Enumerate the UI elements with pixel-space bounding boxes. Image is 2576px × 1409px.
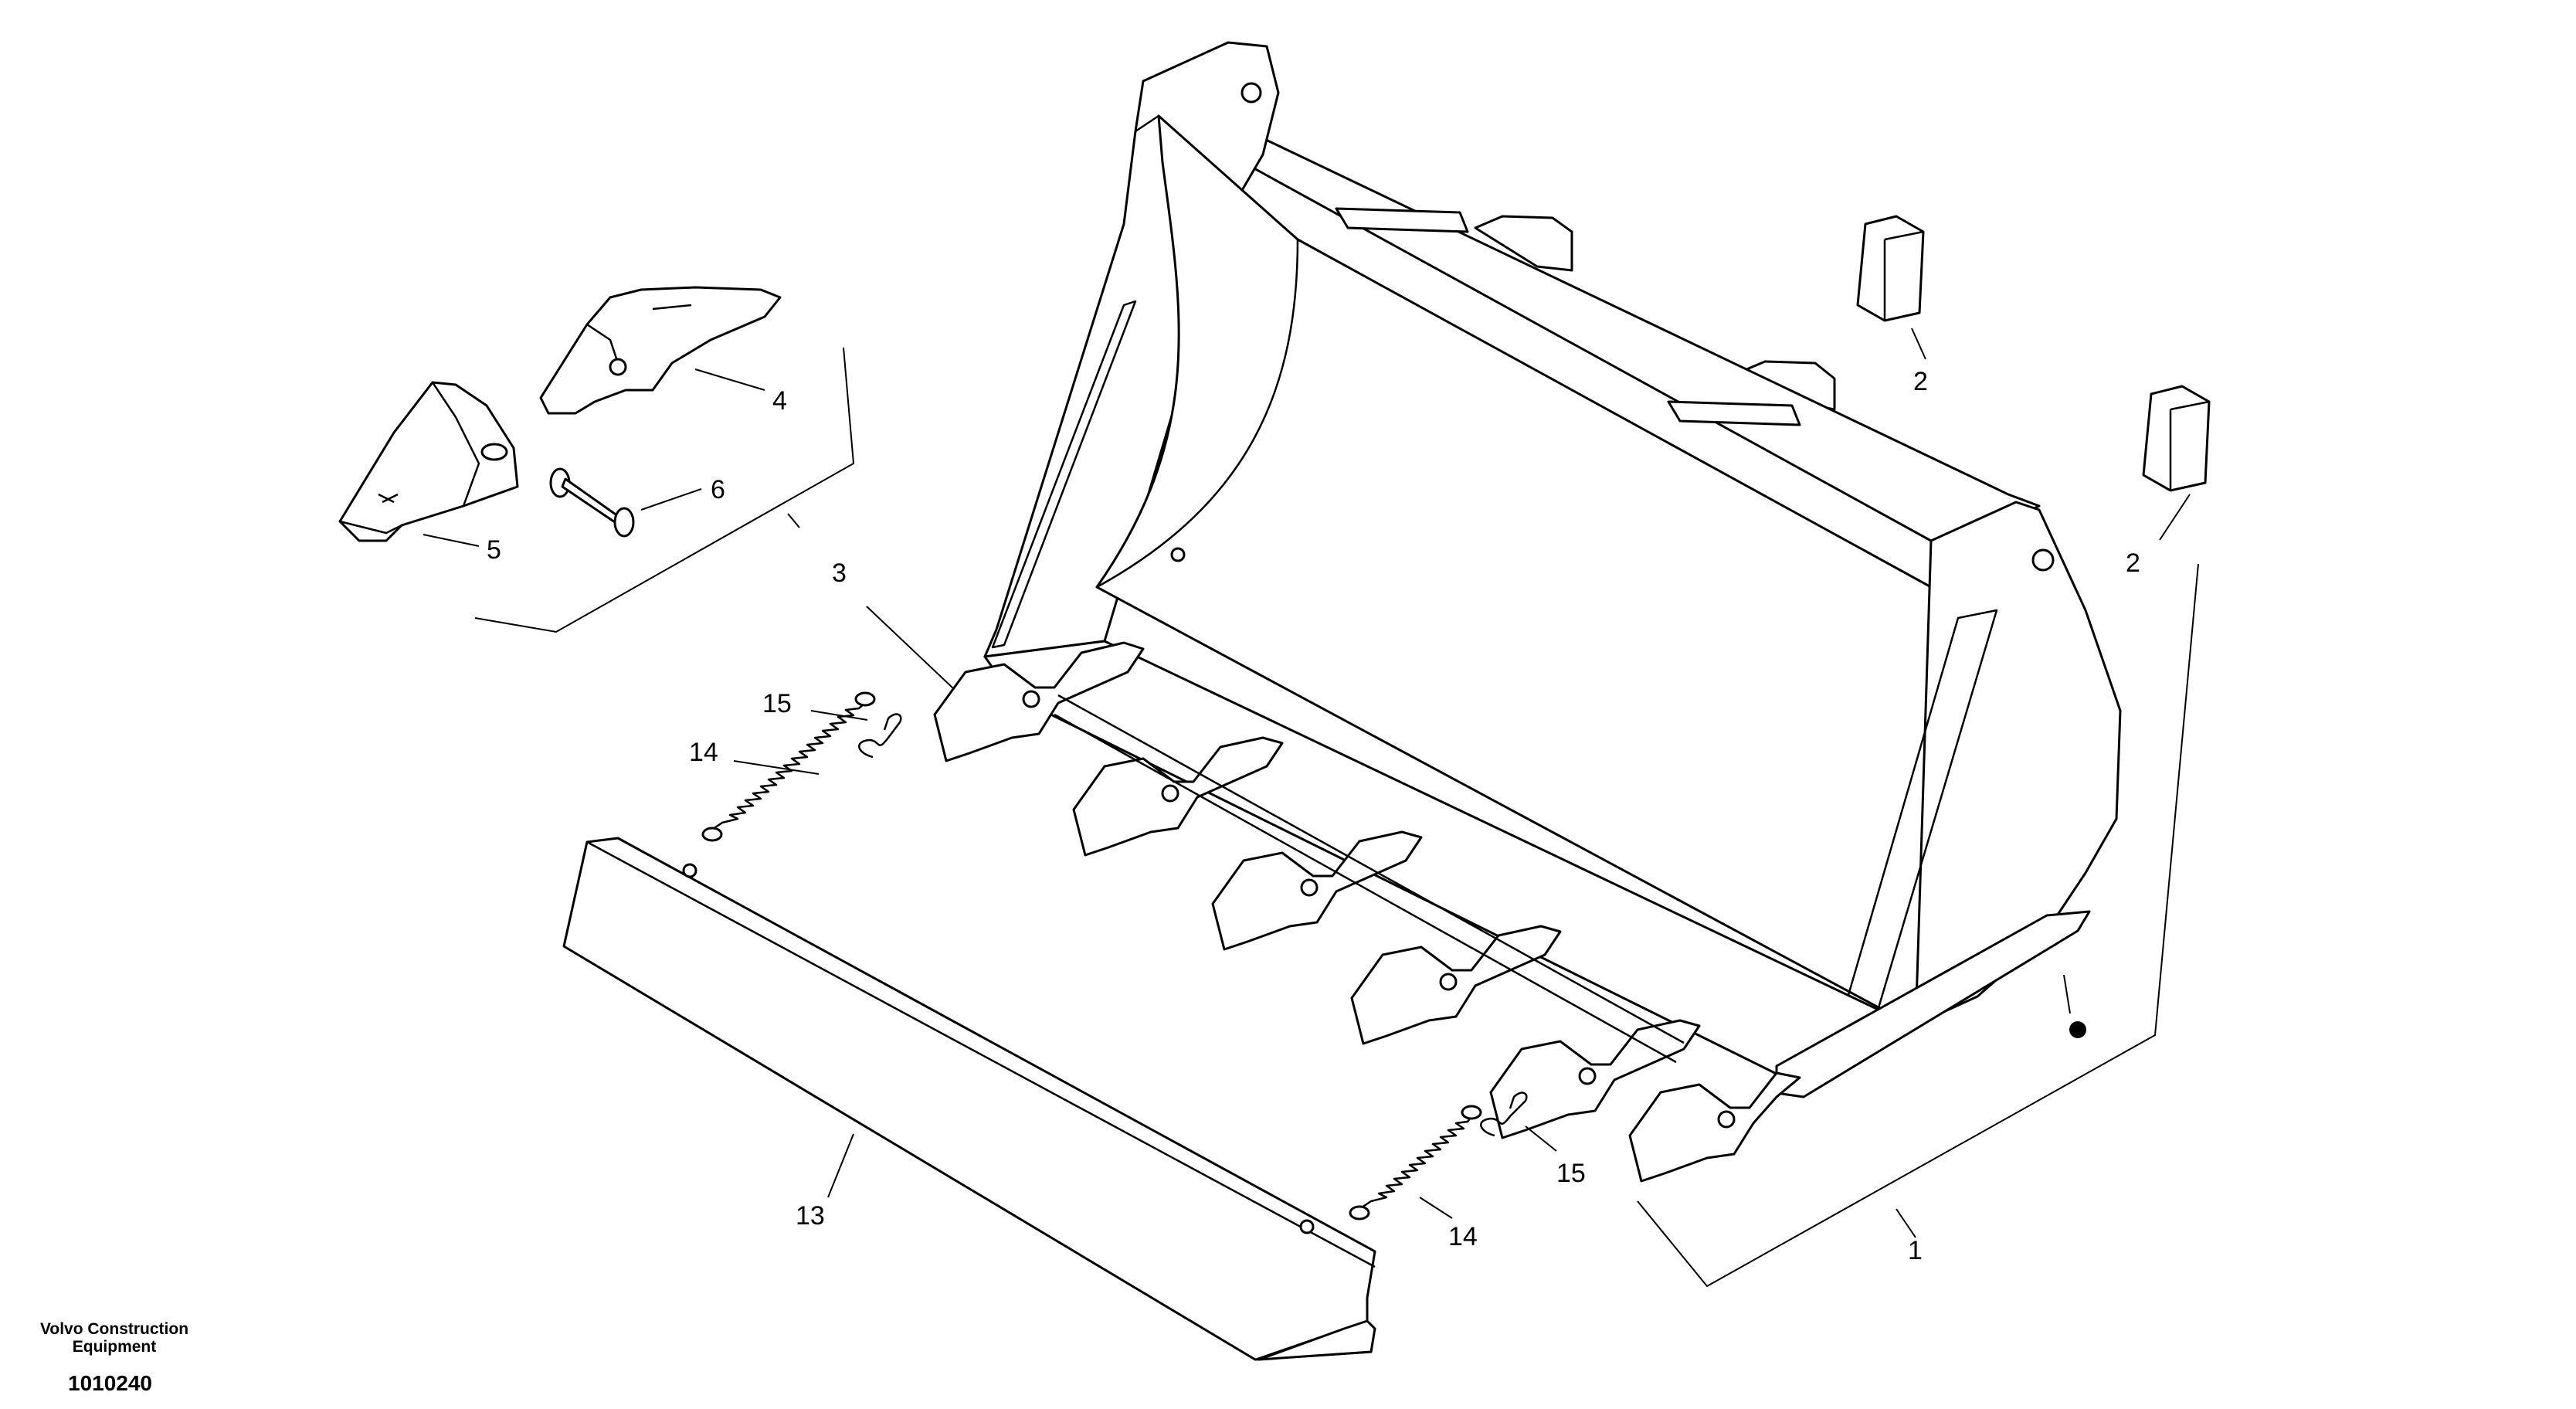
callout-14-lower: 14 (1448, 1222, 1478, 1251)
brand-line-1: Volvo Construction (40, 1320, 188, 1338)
spring-lower (1349, 1105, 1482, 1221)
callout-labels: 1 2 2 3 4 5 6 13 14 14 15 15 (487, 367, 2140, 1265)
callout-15-upper: 15 (762, 689, 792, 718)
wear-block-upper (1856, 215, 1925, 322)
bucket-assembly (983, 41, 2122, 1098)
callout-1: 1 (1908, 1236, 1923, 1265)
callout-13: 13 (796, 1201, 825, 1231)
callout-4: 4 (772, 386, 787, 416)
cutting-edge-bar (562, 837, 1376, 1361)
callout-2-upper: 2 (1913, 367, 1928, 396)
clip-lower (1480, 1092, 1528, 1137)
brand-line-2: Equipment (73, 1338, 157, 1356)
drawing-number: 1010240 (68, 1371, 152, 1395)
leader-lines (423, 328, 2199, 1288)
tooth-pin-part (549, 467, 635, 538)
callout-3: 3 (832, 559, 847, 588)
tooth-tip-part (338, 381, 519, 542)
callout-5: 5 (487, 535, 501, 565)
callout-15-lower: 15 (1556, 1159, 1586, 1188)
spring-upper (701, 691, 876, 842)
callout-14-upper: 14 (689, 738, 718, 767)
callout-6: 6 (711, 475, 725, 504)
bucket-teeth-row (933, 641, 1801, 1183)
tooth-adapter-part (539, 286, 782, 415)
clip-upper (858, 713, 902, 759)
footer: Volvo Construction Equipment 1010240 (40, 1320, 188, 1395)
callout-2-lower: 2 (2126, 548, 2140, 578)
wear-block-lower (2142, 385, 2211, 492)
